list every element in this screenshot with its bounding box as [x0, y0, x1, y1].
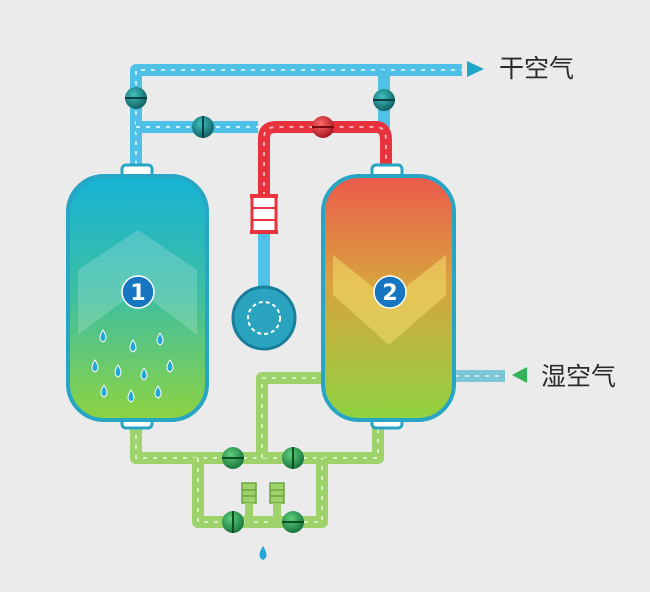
valve-icon [192, 116, 214, 138]
valve-icon [373, 89, 395, 111]
valve-icon [222, 511, 244, 533]
water-drop-icon [259, 546, 267, 560]
valve-icon [312, 116, 334, 138]
valve-icon [125, 87, 147, 109]
tower-2-number: 2 [382, 281, 397, 306]
blower-icon [231, 285, 297, 351]
tower-2: 2 [321, 163, 456, 430]
silencer-icon [241, 482, 285, 504]
dry-air-label: 干空气 [499, 54, 575, 83]
tower-1: 1 [66, 163, 209, 430]
valve-icon [282, 447, 304, 469]
heater-icon [250, 194, 278, 234]
valve-icon [282, 511, 304, 533]
wet-air-label: 湿空气 [541, 362, 617, 391]
wet-air-inlet-arrow [512, 367, 527, 383]
valve-icon [222, 447, 244, 469]
wet-air-pipes [130, 372, 384, 528]
dry-air-outlet-arrow [467, 61, 484, 77]
exhaust-pipes [245, 503, 281, 528]
valves [125, 87, 395, 533]
tower-number-badge [121, 275, 155, 309]
water-drops [91, 329, 174, 403]
tower-1-number: 1 [130, 281, 145, 306]
tower-number-badge [373, 275, 407, 309]
